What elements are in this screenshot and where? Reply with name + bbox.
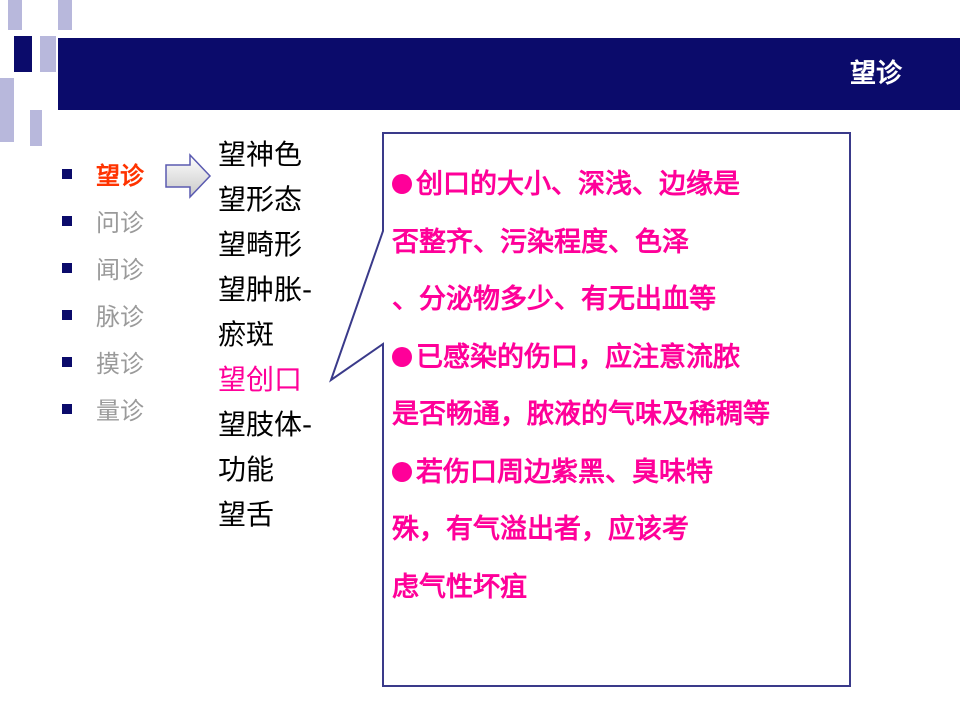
decor-square [58, 0, 72, 30]
callout-line-text: 殊，有气溢出者，应该考 [392, 514, 689, 545]
callout-line-text: 已感染的伤口，应注意流脓 [416, 341, 740, 373]
method-label: 闻诊 [96, 256, 144, 284]
method-item: 问诊 [62, 197, 144, 244]
method-label: 量诊 [96, 397, 144, 425]
callout-text: 创口的大小、深浅、边缘是否整齐、污染程度、色泽、分泌物多少、有无出血等已感染的伤… [392, 156, 932, 616]
decor-square [30, 110, 42, 146]
diagnosis-method-list: 望诊问诊闻诊脉诊摸诊量诊 [62, 150, 144, 432]
decor-square [0, 78, 14, 142]
bullet-dot-icon [392, 346, 412, 367]
callout-line: 虑气性坏疽 [392, 559, 932, 617]
observation-item: 望舌 [218, 498, 275, 531]
decor-square [40, 36, 56, 72]
callout-line: 殊，有气溢出者，应该考 [392, 501, 932, 559]
bullet-dot-icon [392, 174, 412, 194]
method-label: 问诊 [96, 209, 144, 237]
callout-line: 否整齐、污染程度、色泽 [392, 214, 932, 272]
callout-line: 是否畅通，脓液的气味及稀稠等 [392, 386, 932, 444]
page-title: 望诊 [849, 59, 902, 89]
callout-line-text: 否整齐、污染程度、色泽 [392, 226, 689, 258]
observation-item: 瘀斑 [218, 318, 275, 351]
observation-item: 望畸形 [218, 228, 303, 261]
observation-item-list: 望神色望形态望畸形望肿胀- 瘀斑望创口望肢体- 功能望舌 [218, 132, 312, 537]
method-label: 望诊 [96, 162, 144, 190]
callout-line-text: 虑气性坏疽 [392, 571, 527, 603]
decor-square [14, 36, 32, 72]
bullet-square-icon [62, 356, 72, 367]
callout-line-text: 创口的大小、深浅、边缘是 [416, 169, 740, 200]
bullet-square-icon [62, 168, 72, 179]
observation-item: 望创口 [218, 363, 303, 396]
callout-line-text: 是否畅通，脓液的气味及稀稠等 [392, 399, 770, 430]
bullet-square-icon [62, 309, 72, 320]
method-label: 摸诊 [96, 350, 144, 378]
method-item: 望诊 [62, 150, 144, 197]
arrow-right-icon [165, 153, 212, 199]
callout-line: 、分泌物多少、有无出血等 [392, 271, 932, 329]
method-item: 闻诊 [62, 244, 144, 291]
method-item: 量诊 [62, 385, 144, 432]
bullet-square-icon [62, 215, 72, 226]
decor-square [8, 0, 22, 30]
observation-item: 望形态 [218, 183, 303, 216]
callout-line-text: 若伤口周边紫黑、臭味特 [416, 456, 713, 488]
title-banner: 望诊 [58, 38, 960, 110]
callout-line-text: 、分泌物多少、有无出血等 [392, 284, 716, 315]
callout-line: 若伤口周边紫黑、臭味特 [392, 444, 932, 502]
observation-item: 望肿胀- [218, 273, 313, 306]
method-label: 脉诊 [96, 303, 144, 331]
bullet-dot-icon [392, 461, 412, 482]
bullet-square-icon [62, 403, 72, 414]
callout-line: 创口的大小、深浅、边缘是 [392, 156, 932, 214]
observation-item: 望肢体- [218, 408, 313, 441]
bullet-square-icon [62, 262, 72, 273]
observation-item: 功能 [218, 453, 275, 486]
method-item: 摸诊 [62, 338, 144, 385]
callout-line: 已感染的伤口，应注意流脓 [392, 329, 932, 387]
observation-item: 望神色 [218, 138, 303, 171]
method-item: 脉诊 [62, 291, 144, 338]
